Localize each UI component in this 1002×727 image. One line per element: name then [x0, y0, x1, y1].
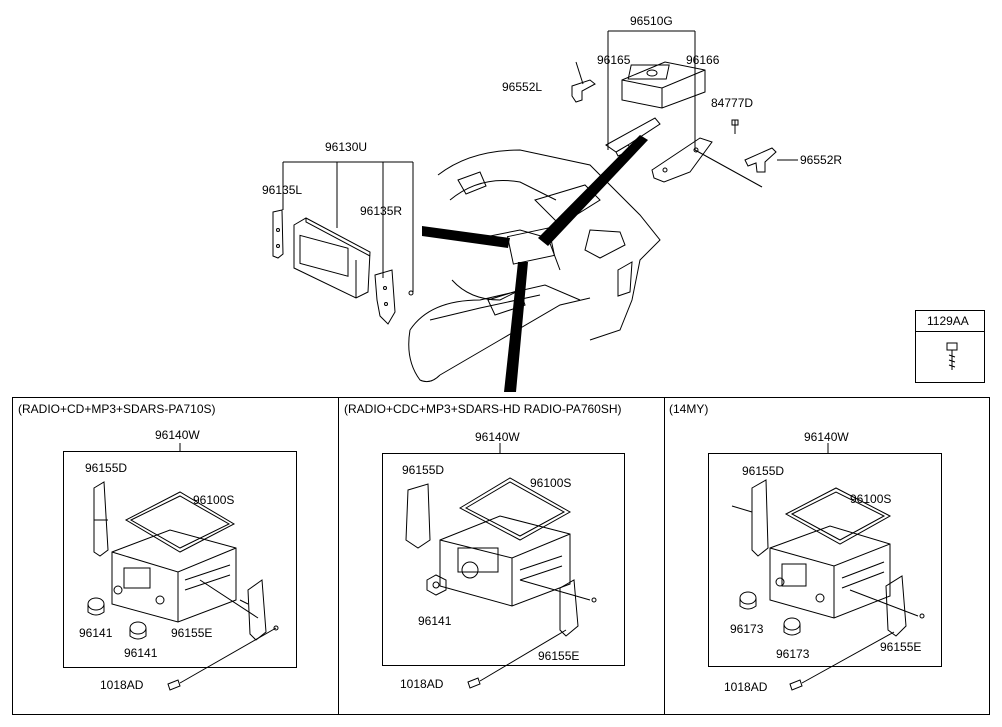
legend-box-header — [915, 310, 985, 332]
section-2-label-96141: 96141 — [418, 614, 452, 628]
label-96552R: 96552R — [800, 153, 843, 167]
section-frame-3 — [664, 397, 990, 715]
module-96130U-drawing — [272, 161, 414, 325]
section-3-assembly-label: 96140W — [804, 430, 849, 444]
section-2-title: (RADIO+CDC+MP3+SDARS-HD RADIO-PA760SH) — [344, 402, 622, 416]
section-1-label-96155E: 96155E — [171, 626, 213, 640]
legend-box-label: 1129AA — [927, 314, 969, 328]
section-3-label-96100S: 96100S — [850, 492, 892, 506]
label-96130U: 96130U — [325, 140, 368, 154]
section-3-title: (14MY) — [669, 402, 709, 416]
section-2-label-96155E: 96155E — [538, 649, 580, 663]
assembly-box-3 — [708, 453, 942, 667]
section-1-title: (RADIO+CD+MP3+SDARS-PA710S) — [18, 402, 216, 416]
section-3-label-1018AD: 1018AD — [724, 680, 768, 694]
label-96165: 96165 — [597, 53, 631, 67]
radio-unit-2-drawing — [405, 443, 597, 689]
section-1-label-96155D: 96155D — [85, 461, 128, 475]
section-1-label-96100S: 96100S — [193, 493, 235, 507]
section-1-label-96141-a: 96141 — [79, 626, 113, 640]
radio-unit-1-drawing — [87, 443, 279, 691]
section-3-label-96173-a: 96173 — [730, 622, 764, 636]
section-3-label-96155E: 96155E — [880, 640, 922, 654]
callout-strip-bottom — [504, 262, 528, 392]
label-96510G: 96510G — [630, 14, 673, 28]
screw-1129AA-drawing — [946, 342, 958, 370]
section-2-label-96155D: 96155D — [402, 463, 445, 477]
section-1-assembly-label: 96140W — [155, 428, 200, 442]
section-1-label-96141-b: 96141 — [124, 646, 158, 660]
callout-strip-top — [538, 135, 648, 246]
label-84777D: 84777D — [711, 96, 754, 110]
label-96135L: 96135L — [262, 183, 303, 197]
section-3-label-96155D: 96155D — [742, 464, 785, 478]
section-2-label-1018AD: 1018AD — [400, 677, 444, 691]
assembly-box-2 — [382, 453, 625, 666]
section-2-label-96100S: 96100S — [530, 476, 572, 490]
label-96552L: 96552L — [502, 80, 543, 94]
label-96135R: 96135R — [360, 204, 403, 218]
label-96166: 96166 — [686, 53, 720, 67]
dashboard-drawing — [408, 149, 661, 383]
section-3-label-96173-b: 96173 — [776, 647, 810, 661]
section-2-assembly-label: 96140W — [475, 430, 520, 444]
section-1-label-1018AD: 1018AD — [100, 678, 144, 692]
radio-unit-3-drawing — [731, 443, 925, 691]
callout-strip-left — [422, 226, 510, 248]
